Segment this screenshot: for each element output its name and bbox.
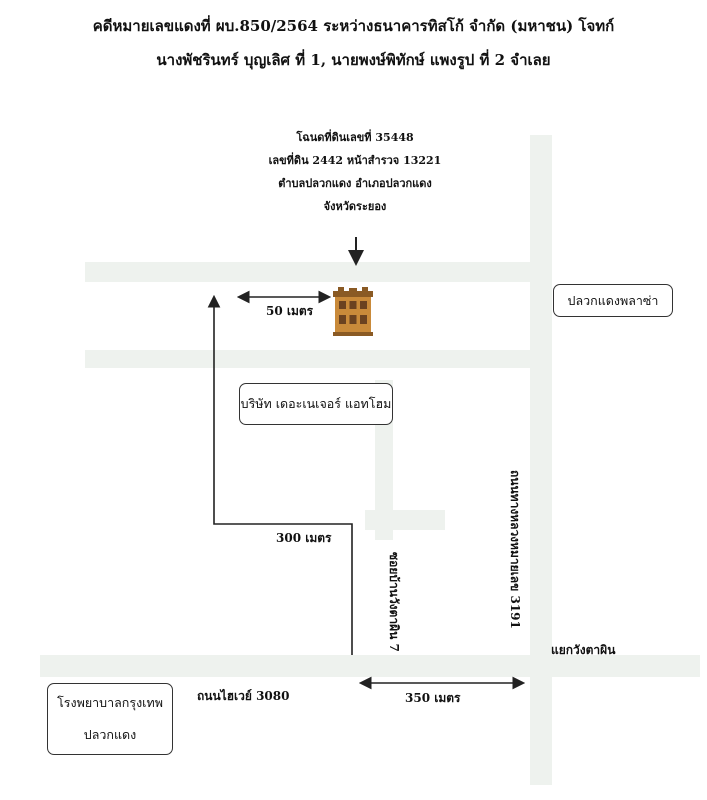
distance-300-label: 300 เมตร bbox=[276, 531, 332, 545]
case-title-line2: นางพัชรินทร์ บุญเลิศ ที่ 1, นายพงษ์พิทัก… bbox=[156, 51, 551, 69]
junction-label: แยกวังตาผิน bbox=[551, 643, 616, 657]
route-path bbox=[207, 294, 353, 655]
soi-label: ซอยบ้านวังตาผิน 7 bbox=[387, 552, 401, 652]
faded-road-network bbox=[40, 135, 700, 785]
distance-50-label: 50 เมตร bbox=[266, 304, 314, 318]
landmark-plaza: ปลวกแดงพลาซ่า bbox=[553, 284, 673, 317]
road-3080-label: ถนนไฮเวย์ 3080 bbox=[197, 689, 290, 703]
deed-province: จังหวัดระยอง bbox=[323, 200, 387, 213]
landmark-company: บริษัท เดอะเนเจอร์ แอทโฮม bbox=[239, 383, 393, 425]
deed-info: โฉนดที่ดินเลขที่ 35448 เลขที่ดิน 2442 หน… bbox=[230, 126, 480, 218]
road-3191-label: ถนนทางหลวงหมายเลข 3191 bbox=[508, 470, 522, 629]
hospital-name: โรงพยาบาลกรุงเทพ bbox=[57, 695, 163, 710]
case-title-line1: คดีหมายเลขแดงที่ ผบ.850/2564 ระหว่างธนาค… bbox=[92, 17, 615, 35]
land-number: เลขที่ดิน 2442 หน้าสำรวจ 13221 bbox=[268, 154, 442, 167]
hospital-branch: ปลวกแดง bbox=[83, 727, 137, 742]
landmark-hospital: โรงพยาบาลกรุงเทพ ปลวกแดง bbox=[47, 683, 173, 755]
deed-location: ตำบลปลวกแดง อำเภอปลวกแดง bbox=[278, 177, 432, 190]
distance-350-label: 350 เมตร bbox=[405, 691, 461, 705]
building-icon bbox=[333, 287, 373, 336]
deed-number: โฉนดที่ดินเลขที่ 35448 bbox=[296, 131, 414, 144]
